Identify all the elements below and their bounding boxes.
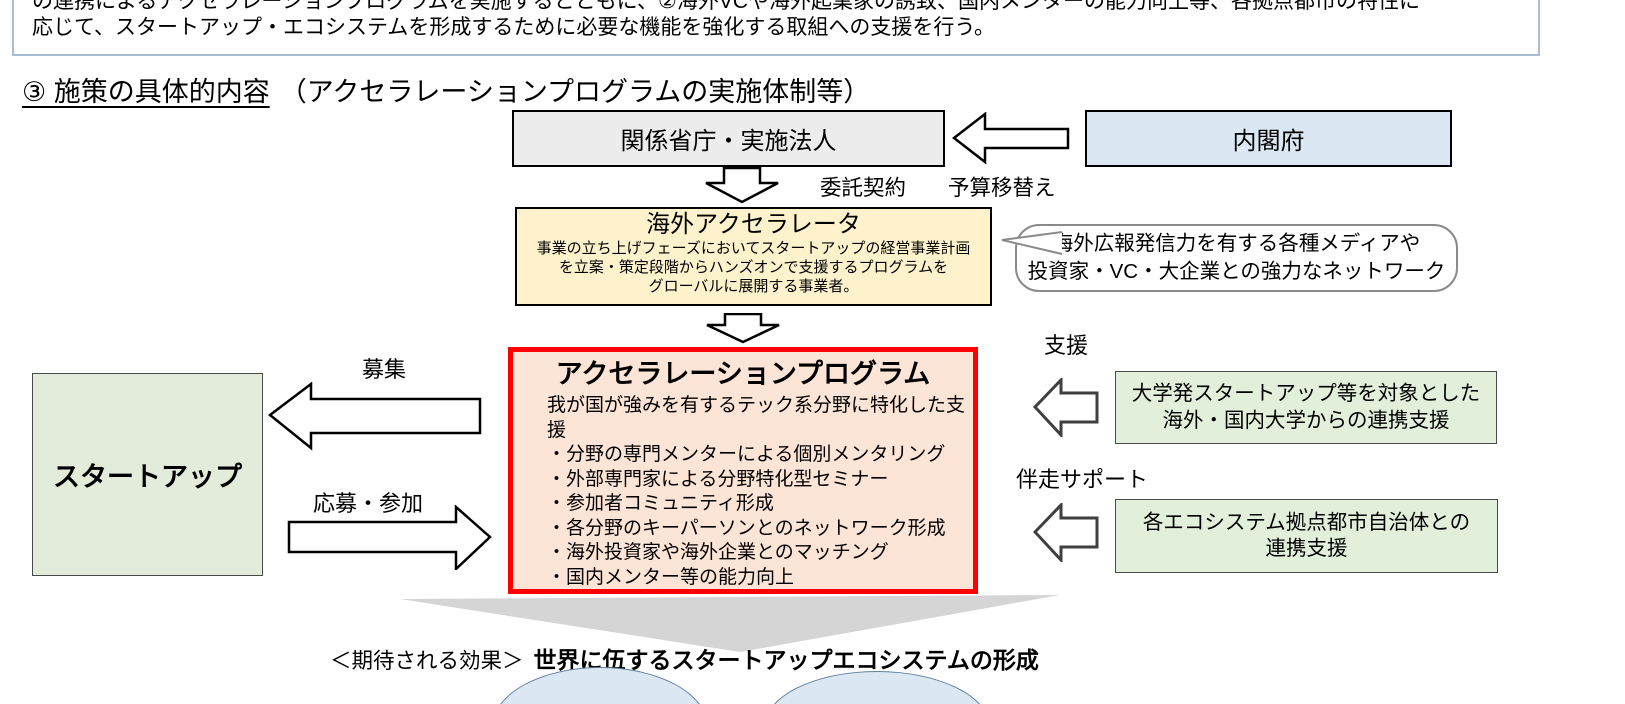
cabinet-office-label: 内閣府 [1232,128,1305,155]
effect-caption: ＜期待される効果＞ 世界に伍するスタートアップエコシステムの形成 [330,641,1039,675]
overseas-accelerator-desc-3: グローバルに展開する事業者。 [648,278,859,295]
recruit-label: 募集 [362,357,407,382]
support-arrow-icon [1033,378,1099,437]
section-heading: ③ 施策の具体的内容 （アクセラレーションプログラムの実施体制等） [22,70,870,109]
recruit-arrow-icon [268,382,482,451]
consignment-label: 委託契約 [820,176,907,200]
program-item: ・国内メンター等の能力向上 [547,566,795,588]
network-callout-line-1: 海外広報発信力を有する各種メディアや [1052,232,1421,255]
program-down-arrow-icon [706,313,780,344]
startup-box: スタートアップ [32,373,263,576]
budget-transfer-label: 予算移替え [948,176,1056,200]
support-label: 支援 [1044,333,1089,358]
university-support-line-2: 海外・国内大学からの連携支援 [1162,408,1450,432]
program-subtitle: 我が国が強みを有するテック系分野に特化した支援 [547,395,966,441]
delegate-down-arrow-icon [705,167,779,204]
cabinet-office-box: 内閣府 [1085,110,1452,167]
section-heading-paren: （アクセラレーションプログラムの実施体制等） [279,77,871,107]
accompany-support-label: 伴走サポート [1016,467,1149,492]
acceleration-program-title: アクセラレーションプログラム [555,359,931,389]
budget-transfer-arrow-icon [952,112,1070,164]
outcome-ellipse-right [764,671,990,704]
accompany-arrow-icon [1033,503,1099,562]
callout-pointer-icon [1001,231,1063,255]
ministries-box: 関係省庁・実施法人 [512,110,945,167]
effect-prefix: ＜期待される効果＞ [330,649,524,673]
program-item: ・参加者コミュニティ形成 [547,493,774,514]
overseas-accelerator-desc-1: 事業の立ち上げフェーズにおいてスタートアップの経営事業計画 [536,240,971,257]
program-item: ・海外投資家や海外企業とのマッチング [547,542,889,563]
program-item: ・分野の専門メンターによる個別メンタリング [547,444,946,465]
section-heading-underlined: ③ 施策の具体的内容 [22,77,270,107]
apply-arrow-icon [287,505,492,570]
program-item: ・各分野のキーパーソンとのネットワーク形成 [547,517,946,539]
top-note-line-2: 応じて、スタートアップ・エコシステムを形成するために必要な機能を強化する取組への… [32,16,996,39]
overseas-accelerator-box: 海外アクセラレータ 事業の立ち上げフェーズにおいてスタートアップの経営事業計画 … [515,207,992,306]
startup-box-label: スタートアップ [53,462,242,492]
city-support-line-2: 連携支援 [1265,537,1348,560]
city-support-line-1: 各エコシステム拠点都市自治体との [1142,510,1471,534]
top-note-box: の連携によるアクセラレーションプログラムを実施するとともに、②海外VCや海外起業… [12,0,1540,56]
program-item: ・外部専門家による分野特化型セミナー [547,468,889,490]
overseas-accelerator-title: 海外アクセラレータ [646,211,861,238]
ministries-box-label: 関係省庁・実施法人 [620,128,837,155]
top-note-line-1: の連携によるアクセラレーションプログラムを実施するとともに、②海外VCや海外起業… [32,0,1421,13]
acceleration-program-box: アクセラレーションプログラム 我が国が強みを有するテック系分野に特化した支援 ・… [508,347,978,594]
funnel-triangle-icon [400,595,1060,652]
university-support-box: 大学発スタートアップ等を対象とした 海外・国内大学からの連携支援 [1115,371,1497,444]
university-support-line-1: 大学発スタートアップ等を対象とした [1131,382,1481,405]
overseas-accelerator-desc-2: を立案・策定段階からハンズオンで支援するプログラムを [558,259,949,276]
apply-label: 応募・参加 [313,491,424,516]
network-callout: 海外広報発信力を有する各種メディアや 投資家・VC・大企業との強力なネットワーク [1015,224,1458,292]
city-support-box: 各エコシステム拠点都市自治体との 連携支援 [1115,499,1498,573]
network-callout-line-2: 投資家・VC・大企業との強力なネットワーク [1027,260,1446,283]
